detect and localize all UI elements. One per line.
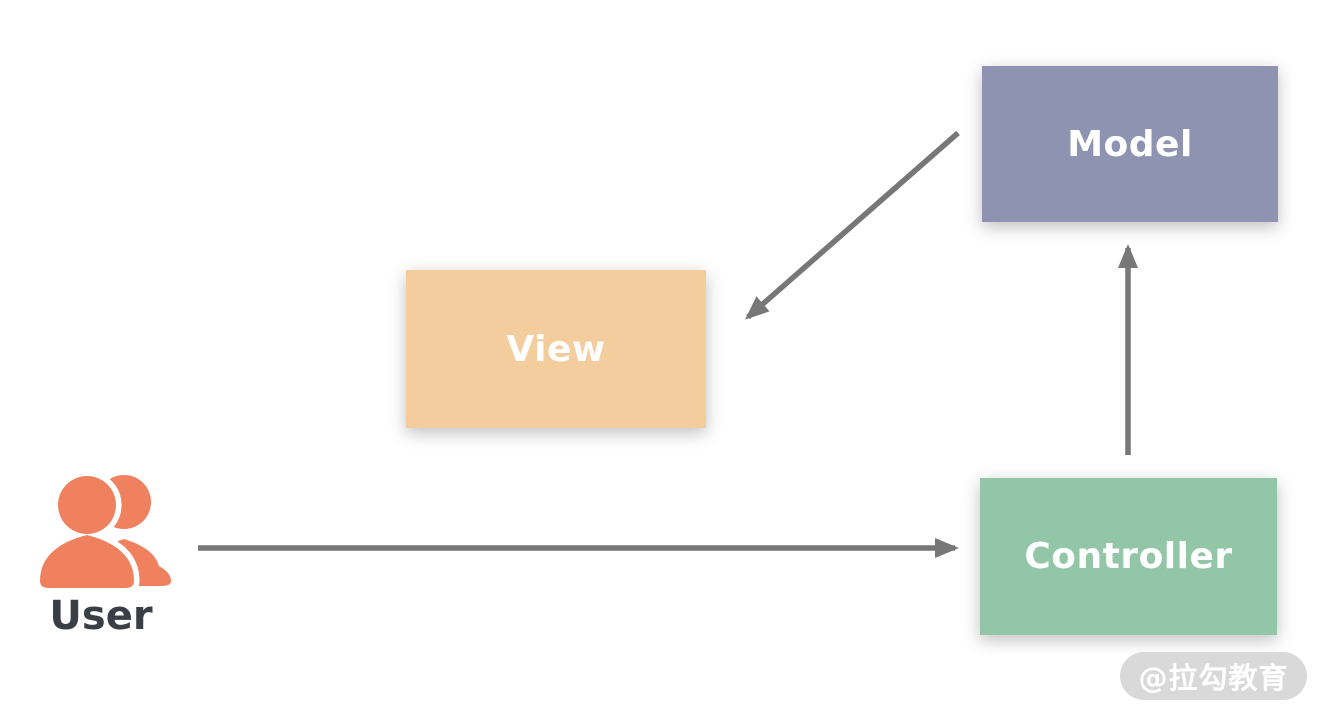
node-user: User xyxy=(28,464,174,638)
node-controller: Controller xyxy=(980,478,1277,635)
node-view-label: View xyxy=(506,328,606,370)
users-icon xyxy=(34,470,172,592)
node-model-label: Model xyxy=(1067,123,1193,165)
node-user-label: User xyxy=(49,593,153,639)
arrow-model-to-view xyxy=(744,130,960,320)
node-view: View xyxy=(406,270,706,428)
node-controller-label: Controller xyxy=(1024,536,1233,577)
watermark-badge: @拉勾教育 xyxy=(1120,652,1307,700)
node-model: Model xyxy=(982,66,1278,222)
watermark-text: @拉勾教育 xyxy=(1138,661,1289,695)
